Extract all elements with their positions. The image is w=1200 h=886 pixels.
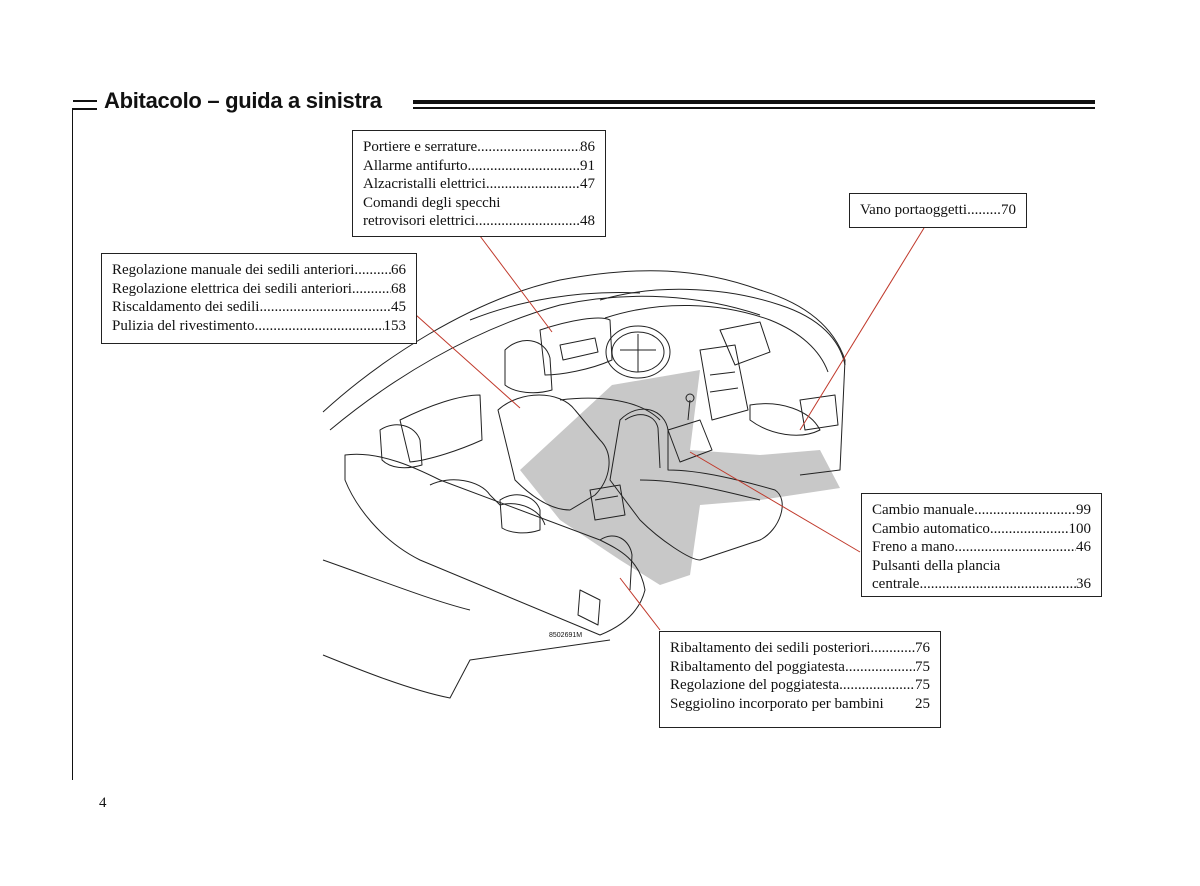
callout-row: Regolazione manuale dei sedili anteriori… bbox=[112, 261, 406, 280]
callout-front-seats: Regolazione manuale dei sedili anteriori… bbox=[101, 253, 417, 344]
callout-row: Vano portaoggetti 70 bbox=[860, 201, 1016, 220]
callout-page: 75 bbox=[915, 658, 930, 675]
callout-page: 45 bbox=[391, 299, 406, 315]
callout-row: Portiere e serrature 86 bbox=[363, 138, 595, 157]
callout-row: Alzacristalli elettrici 47 bbox=[363, 175, 595, 194]
title-rule-left bbox=[73, 100, 97, 110]
margin-rule bbox=[72, 108, 73, 780]
callout-row: Allarme antifurto 91 bbox=[363, 157, 595, 176]
callout-page: 46 bbox=[1076, 539, 1091, 555]
callout-page: 100 bbox=[1068, 520, 1092, 537]
callout-rear-seats: Ribaltamento dei sedili posteriori 76 Rib… bbox=[659, 631, 941, 728]
callout-label: Ribaltamento dei sedili posteriori bbox=[670, 640, 871, 656]
callout-label: Regolazione del poggiatesta bbox=[670, 677, 840, 693]
callout-label: Cambio automatico bbox=[872, 520, 990, 537]
callout-row: Riscaldamento dei sedili 45 bbox=[112, 298, 406, 317]
page-title: Abitacolo – guida a sinistra bbox=[104, 88, 382, 113]
callout-row: Freno a mano 46 bbox=[872, 538, 1091, 557]
page-number: 4 bbox=[99, 795, 107, 811]
callout-row: Pulsanti della plancia bbox=[872, 557, 1091, 576]
callout-row: Seggiolino incorporato per bambini 25 bbox=[670, 695, 930, 714]
callout-label: Pulizia del rivestimento bbox=[112, 317, 255, 334]
callout-page: 48 bbox=[580, 213, 595, 229]
callout-page: 25 bbox=[915, 695, 930, 712]
callout-page: 66 bbox=[391, 262, 406, 278]
callout-row: Regolazione del poggiatesta 75 bbox=[670, 676, 930, 695]
callout-label: Regolazione manuale dei sedili anteriori bbox=[112, 262, 355, 278]
callout-label: Alzacristalli elettrici bbox=[363, 176, 486, 192]
callout-page: 76 bbox=[915, 640, 930, 656]
title-rule-right bbox=[413, 100, 1095, 109]
callout-page: 75 bbox=[915, 677, 930, 693]
callout-row: Cambio manuale 99 bbox=[872, 501, 1091, 520]
callout-label: Freno a mano bbox=[872, 539, 955, 555]
callout-row: Regolazione elettrica dei sedili anterio… bbox=[112, 280, 406, 299]
callout-label: Portiere e serrature bbox=[363, 139, 478, 155]
callout-glovebox: Vano portaoggetti 70 bbox=[849, 193, 1027, 228]
callout-page: 70 bbox=[1001, 202, 1016, 218]
callout-label: centrale bbox=[872, 576, 920, 592]
callout-page: 99 bbox=[1076, 502, 1091, 518]
callout-label: Regolazione elettrica dei sedili anterio… bbox=[112, 280, 352, 297]
callout-console: Cambio manuale 99 Cambio automatico 100 Fr… bbox=[861, 493, 1102, 597]
callout-page: 153 bbox=[383, 317, 407, 334]
callout-label: Cambio manuale bbox=[872, 502, 975, 518]
callout-label: Vano portaoggetti bbox=[860, 202, 968, 218]
image-reference-code: 8502691M bbox=[549, 632, 583, 639]
callout-page: 86 bbox=[580, 139, 595, 155]
callout-page: 68 bbox=[391, 280, 406, 297]
callout-label: Seggiolino incorporato per bambini bbox=[670, 695, 884, 712]
callout-page: 91 bbox=[580, 157, 595, 174]
callout-label: Pulsanti della plancia bbox=[872, 557, 1001, 574]
callout-page: 47 bbox=[580, 176, 595, 192]
callout-label: Comandi degli specchi bbox=[363, 194, 501, 211]
callout-row: Ribaltamento del poggiatesta 75 bbox=[670, 658, 930, 677]
callout-doors: Portiere e serrature 86 Allarme antifurto… bbox=[352, 130, 606, 237]
callout-row: retrovisori elettrici 48 bbox=[363, 212, 595, 231]
callout-page: 36 bbox=[1076, 576, 1091, 592]
callout-row: Pulizia del rivestimento 153 bbox=[112, 317, 406, 336]
callout-label: Allarme antifurto bbox=[363, 157, 468, 174]
callout-label: Ribaltamento del poggiatesta bbox=[670, 658, 845, 675]
callout-row: Comandi degli specchi bbox=[363, 194, 595, 213]
callout-row: centrale 36 bbox=[872, 575, 1091, 594]
callout-row: Ribaltamento dei sedili posteriori 76 bbox=[670, 639, 930, 658]
callout-label: Riscaldamento dei sedili bbox=[112, 299, 260, 315]
callout-row: Cambio automatico 100 bbox=[872, 520, 1091, 539]
callout-label: retrovisori elettrici bbox=[363, 213, 476, 229]
